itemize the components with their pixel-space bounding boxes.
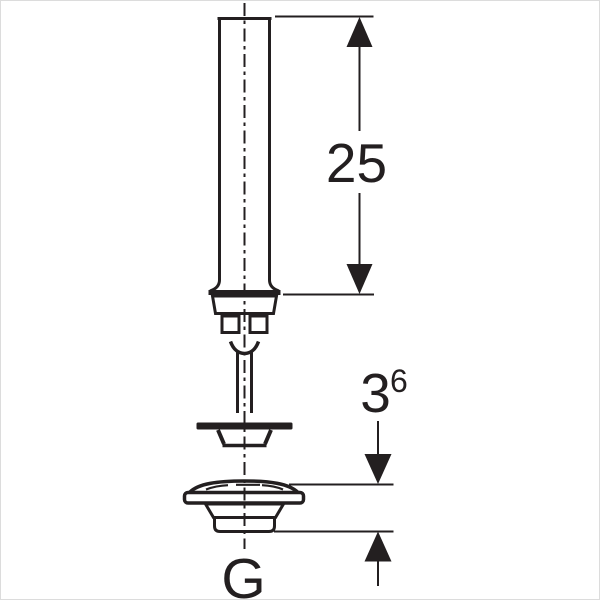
tube-left-wall [209, 17, 221, 293]
strainer-slot-left [205, 484, 229, 491]
fitting-neck-right [248, 314, 269, 334]
dimension-3-6: 3 6 [274, 362, 408, 586]
arrow-down-icon [346, 264, 373, 294]
connector-fitting [208, 290, 281, 334]
gasket-top-flange [196, 422, 293, 430]
fitting-neck-left [220, 314, 241, 334]
dim36-label-superscript: 6 [390, 363, 408, 399]
fitting-body [210, 294, 279, 315]
strainer-slot-right [261, 484, 284, 491]
strainer-thread [213, 516, 276, 533]
arrow-down-icon [364, 454, 392, 484]
cone-gasket [196, 422, 293, 448]
thread-label-g: G [221, 547, 265, 599]
tube-right-wall [268, 17, 280, 293]
arrow-up-icon [346, 17, 373, 47]
arrow-up-icon [364, 531, 392, 562]
gasket-right-wall [263, 429, 273, 445]
dimension-25: 25 [275, 15, 387, 296]
gasket-left-wall [216, 429, 226, 445]
dim36-label-base: 3 [360, 362, 391, 424]
dim25-label: 25 [326, 132, 387, 194]
